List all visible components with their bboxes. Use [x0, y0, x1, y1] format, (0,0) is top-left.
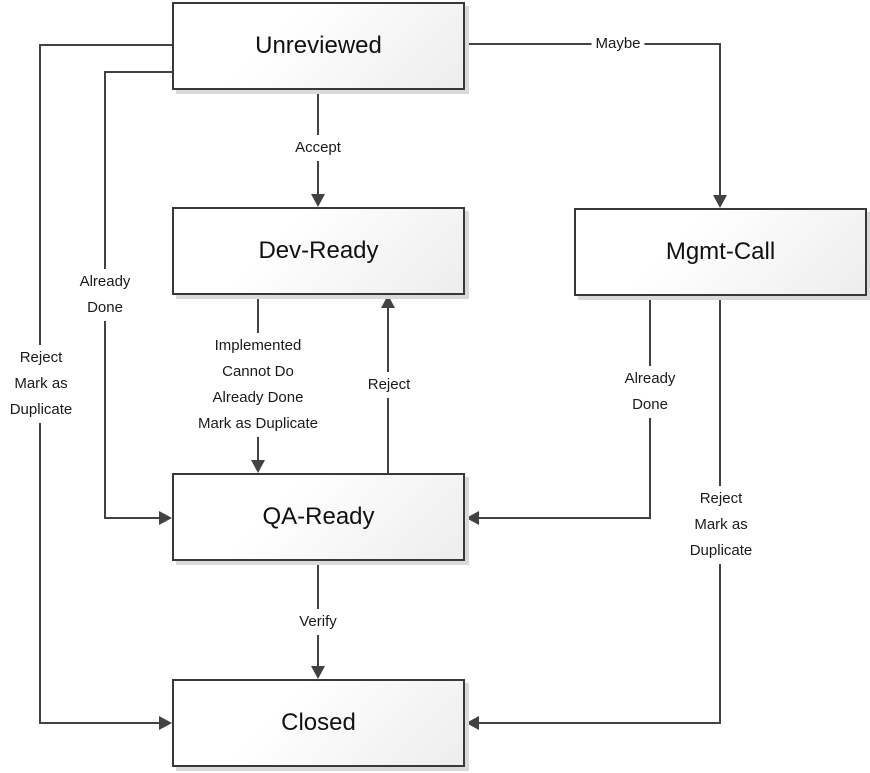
edge-maybe-line-v	[719, 43, 721, 195]
arrowhead-up-icon	[381, 295, 395, 308]
edge-already-done-left-line-top	[104, 71, 172, 73]
edge-label-reject-dup-right: Reject Mark as Duplicate	[685, 486, 757, 564]
edge-already-done-left-line-bottom	[104, 517, 159, 519]
arrowhead-right-icon	[159, 716, 172, 730]
edge-reject-dup-left-line-top	[39, 44, 172, 46]
edge-label-maybe: Maybe	[591, 31, 645, 57]
arrowhead-down-icon	[311, 194, 325, 207]
node-label-qa-ready: QA-Ready	[262, 503, 375, 530]
arrowhead-down-icon	[713, 195, 727, 208]
arrowhead-left-icon	[466, 511, 479, 525]
edge-already-done-right-line-h	[479, 517, 651, 519]
node-dev-ready: Dev-Ready	[172, 207, 465, 295]
node-closed: Closed	[172, 679, 465, 767]
arrowhead-down-icon	[311, 666, 325, 679]
arrowhead-right-icon	[159, 511, 172, 525]
edge-label-reject: Reject	[363, 372, 415, 398]
edge-label-verify: Verify	[295, 609, 341, 635]
edge-label-accept: Accept	[291, 135, 345, 161]
node-mgmt-call: Mgmt-Call	[574, 208, 867, 296]
node-unreviewed: Unreviewed	[172, 2, 465, 90]
node-label-closed: Closed	[281, 709, 356, 736]
edge-label-already-done-left: Already Done	[75, 269, 135, 321]
edge-label-implemented: Implemented Cannot Do Already Done Mark …	[193, 333, 323, 437]
edge-reject-dup-left-line-bottom	[39, 722, 159, 724]
node-label-mgmt-call: Mgmt-Call	[665, 238, 776, 265]
edge-reject-dup-right-line-h	[479, 722, 721, 724]
edge-label-reject-dup-left: Reject Mark as Duplicate	[5, 345, 77, 423]
arrowhead-down-icon	[251, 460, 265, 473]
node-label-dev-ready: Dev-Ready	[258, 237, 379, 264]
edge-label-already-done-right: Already Done	[620, 366, 680, 418]
arrowhead-left-icon	[466, 716, 479, 730]
node-label-unreviewed: Unreviewed	[255, 32, 382, 59]
node-qa-ready: QA-Ready	[172, 473, 465, 561]
